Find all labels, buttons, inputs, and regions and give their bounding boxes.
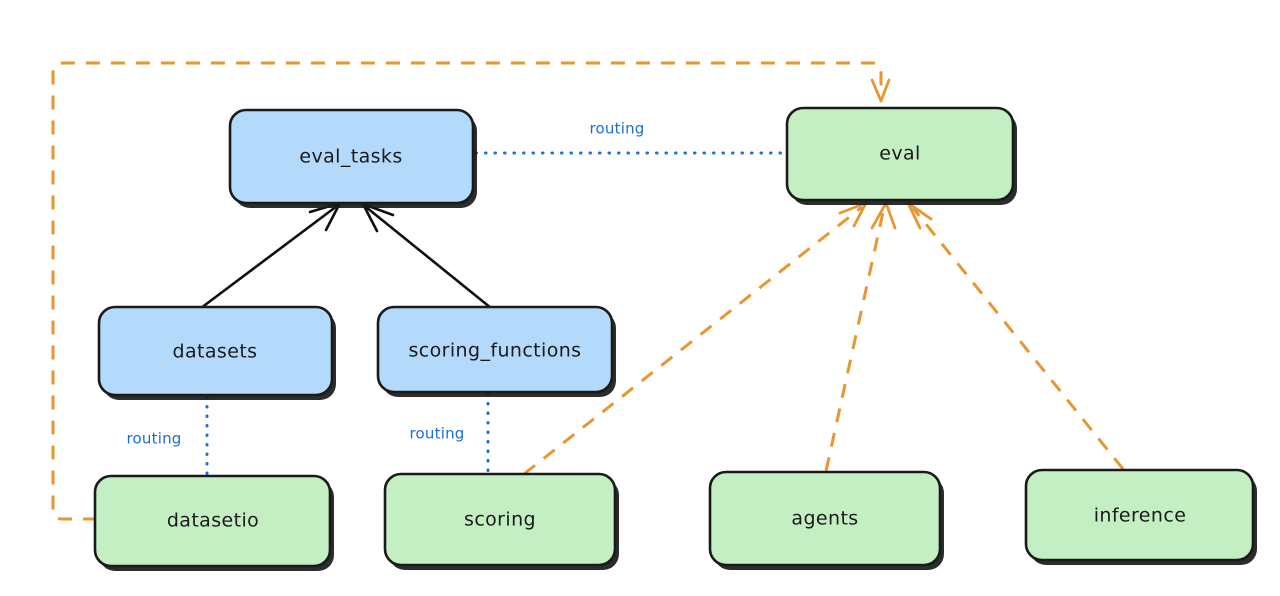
node-scoring-functions[interactable]: scoring_functions — [376, 305, 616, 397]
node-datasets-label: datasets — [173, 341, 258, 363]
edge-inference-to-eval-line — [911, 207, 1125, 470]
node-eval-tasks-body — [228, 108, 475, 205]
edge-agents-to-eval — [824, 201, 897, 472]
edge-datasets-to-eval-tasks-line — [199, 204, 339, 310]
node-inference-body — [1024, 468, 1255, 562]
node-eval-body — [785, 106, 1015, 202]
node-scoring-label: scoring — [464, 509, 536, 531]
node-eval[interactable]: eval — [785, 106, 1017, 205]
node-scoring-functions-label: scoring_functions — [409, 340, 582, 362]
edge-datasetio-to-eval-arrowhead — [870, 78, 891, 103]
node-eval-label: eval — [879, 143, 920, 165]
node-eval-tasks-label: eval_tasks — [299, 146, 402, 168]
edge-datasets-to-eval-tasks — [199, 201, 342, 310]
node-datasets[interactable]: datasets — [97, 305, 336, 400]
node-scoring-functions-body — [376, 305, 614, 394]
node-scoring-body — [383, 472, 617, 567]
node-agents-label: agents — [791, 508, 858, 530]
edge-label-routing-datasets: routing — [127, 430, 182, 448]
node-eval-tasks[interactable]: eval_tasks — [228, 108, 477, 208]
node-scoring[interactable]: scoring — [383, 472, 619, 570]
edge-agents-to-eval-line — [824, 207, 886, 472]
edge-scoring-functions-to-eval-tasks — [361, 202, 493, 310]
node-inference[interactable]: inference — [1024, 468, 1257, 565]
node-datasetio-body — [93, 474, 332, 568]
node-agents-body — [708, 470, 942, 567]
node-agents[interactable]: agents — [708, 470, 944, 570]
node-datasetio-label: datasetio — [167, 510, 259, 532]
node-datasets-body — [97, 305, 334, 397]
node-inference-label: inference — [1094, 505, 1187, 527]
edge-scoring-to-eval-line — [523, 205, 863, 476]
edge-inference-to-eval — [906, 201, 1125, 470]
edge-label-routing-eval: routing — [590, 120, 645, 138]
edge-scoring-functions-to-eval-tasks-line — [364, 205, 493, 310]
node-datasetio[interactable]: datasetio — [93, 474, 334, 571]
edge-datasetio-to-eval — [51, 61, 891, 521]
edge-label-routing-scoring-functions: routing — [410, 425, 465, 443]
